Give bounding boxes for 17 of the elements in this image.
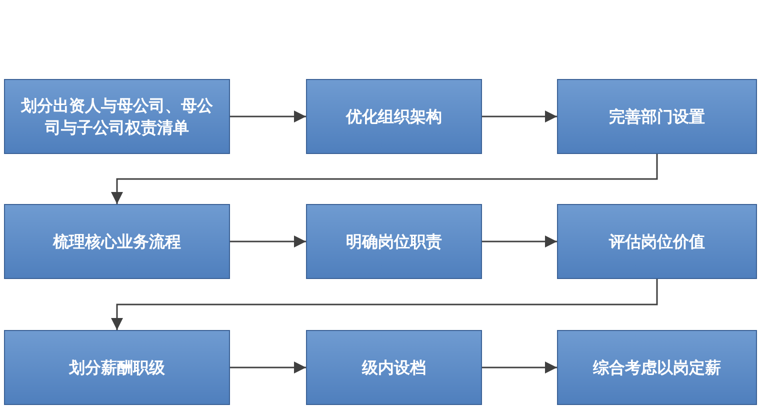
process-box: 划分薪酬职级: [4, 330, 230, 405]
arrow: [482, 362, 557, 374]
arrow: [482, 110, 557, 122]
process-box: 梳理核心业务流程: [4, 204, 230, 279]
process-box: 综合考虑以岗定薪: [557, 330, 757, 405]
process-box: 优化组织架构: [306, 79, 482, 154]
arrow: [111, 279, 658, 330]
arrow: [482, 236, 557, 248]
process-box: 评估岗位价值: [557, 204, 757, 279]
process-box: 完善部门设置: [557, 79, 757, 154]
arrow: [111, 154, 658, 204]
arrow: [230, 362, 306, 374]
arrow: [230, 236, 306, 248]
process-box: 明确岗位职责: [306, 204, 482, 279]
process-box: 划分出资人与母公司、母公司与子公司权责清单: [4, 79, 230, 154]
process-box: 级内设档: [306, 330, 482, 405]
arrow: [230, 110, 306, 122]
